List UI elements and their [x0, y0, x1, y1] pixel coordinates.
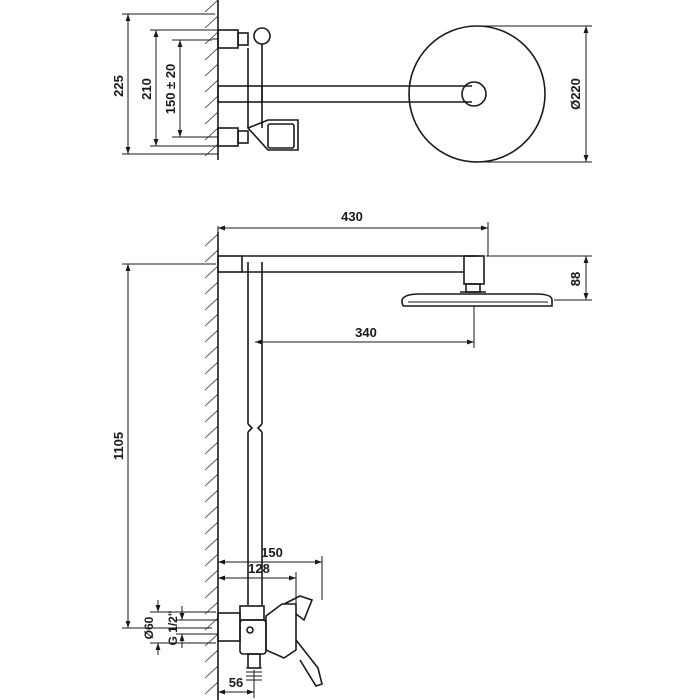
dim-mixer-128 — [218, 572, 297, 604]
dim-thread-g12 — [176, 606, 212, 648]
dim-340-label: 340 — [355, 325, 377, 340]
dim-1105 — [122, 263, 216, 629]
dim-150-20-label: 150 ± 20 — [163, 64, 178, 115]
dim-430-label: 430 — [341, 209, 363, 224]
dim-430 — [217, 222, 489, 256]
dim-225 — [122, 13, 218, 155]
dim-210-label: 210 — [139, 78, 154, 100]
side-view: 430 88 340 1105 150 — [111, 209, 592, 700]
dim-88-label: 88 — [568, 272, 583, 286]
dim-thread-g12-label: G 1/2" — [166, 610, 180, 645]
dim-diameter-label: Ø220 — [568, 78, 583, 110]
top-shower-arm — [217, 81, 487, 107]
dim-225-label: 225 — [111, 75, 126, 97]
side-shower-head — [401, 283, 553, 307]
dim-mixer-150 — [218, 556, 323, 600]
dim-mixer-150-label: 150 — [261, 545, 283, 560]
dim-150-20 — [172, 39, 212, 138]
dim-88 — [486, 255, 592, 301]
dim-340 — [255, 306, 475, 348]
dim-1105-label: 1105 — [111, 432, 126, 460]
dim-diameter — [478, 25, 592, 163]
side-riser-pipe — [247, 262, 263, 605]
top-lower-valve — [212, 119, 299, 151]
dim-mixer-128-label: 128 — [248, 561, 270, 576]
dim-56 — [218, 670, 255, 698]
dim-56-label: 56 — [229, 675, 243, 690]
dim-flange-d60 — [150, 600, 216, 655]
top-shower-head — [408, 25, 546, 163]
side-shower-arm — [217, 255, 485, 285]
dim-flange-d60-label: Ø60 — [142, 616, 156, 639]
side-mixer — [212, 595, 323, 687]
side-wall-hatch — [204, 232, 219, 700]
top-view: 225 210 150 ± 20 Ø220 — [111, 0, 592, 163]
top-wall-hatch — [204, 0, 219, 160]
dim-210 — [150, 29, 218, 147]
